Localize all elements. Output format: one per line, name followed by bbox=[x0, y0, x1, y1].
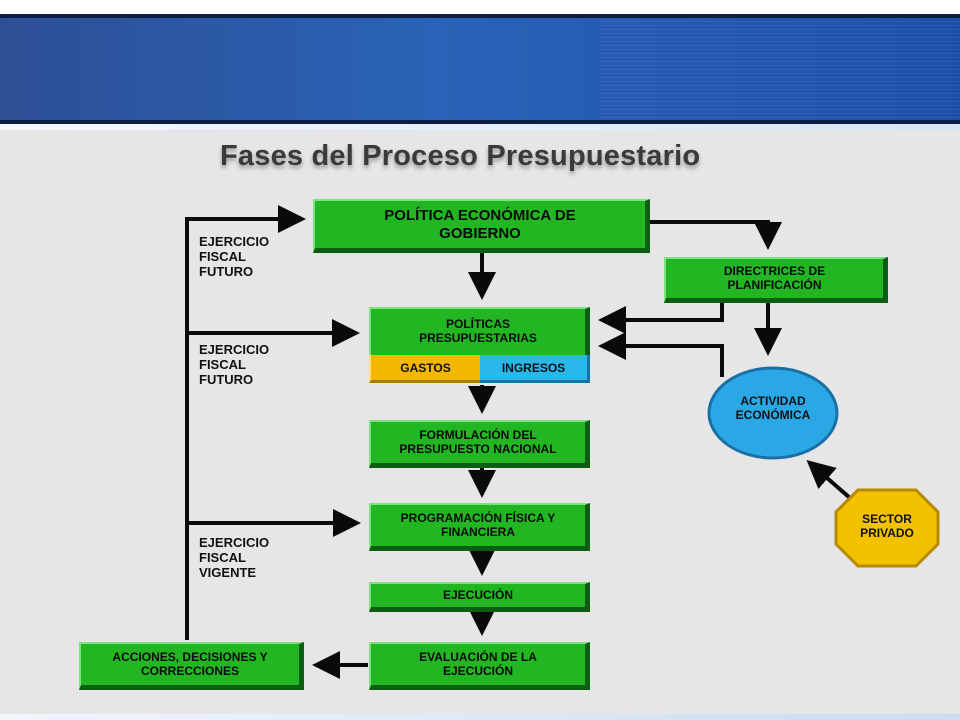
sector-privado-label: SECTOR PRIVADO bbox=[860, 512, 914, 540]
ejercicio-fiscal-futuro-label-1: EJERCICIO FISCAL FUTURO bbox=[199, 234, 270, 279]
acciones-box: ACCIONES, DECISIONES Y CORRECCIONES bbox=[79, 642, 304, 690]
arrow-to-directrices bbox=[650, 220, 782, 250]
evaluacion-box: EVALUACIÓN DE LA EJECUCIÓN bbox=[369, 642, 590, 690]
formulacion-box: FORMULACIÓN DEL PRESUPUESTO NACIONAL bbox=[369, 420, 590, 468]
arrow-actividad-to-politicas bbox=[598, 332, 724, 377]
directrices-box: DIRECTRICES DE PLANIFICACIÓN bbox=[664, 257, 888, 303]
header-band bbox=[0, 14, 960, 124]
evaluacion-label: EVALUACIÓN DE LA EJECUCIÓN bbox=[419, 649, 537, 678]
page-title: Fases del Proceso Presupuestario bbox=[220, 140, 701, 172]
actividad-economica-label: ACTIVIDAD ECONÓMICA bbox=[735, 394, 811, 422]
arrow-directrices-to-politicas bbox=[598, 300, 724, 334]
politicas-presupuestarias-box: POLÍTICAS PRESUPUESTARIAS bbox=[369, 307, 590, 355]
formulacion-label: FORMULACIÓN DEL PRESUPUESTO NACIONAL bbox=[399, 427, 557, 456]
footer-strip bbox=[0, 714, 960, 720]
sector-privado-node bbox=[834, 488, 940, 568]
ejercicio-fiscal-vigente-label: EJERCICIO FISCAL VIGENTE bbox=[199, 535, 270, 580]
politicas-presupuestarias-label: POLÍTICAS PRESUPUESTARIAS bbox=[419, 317, 537, 345]
arrow-sector-to-actividad bbox=[806, 460, 852, 500]
programacion-box: PROGRAMACIÓN FÍSICA Y FINANCIERA bbox=[369, 503, 590, 551]
politica-economica-label: POLÍTICA ECONÓMICA DE GOBIERNO bbox=[384, 207, 576, 242]
header-divider bbox=[0, 124, 960, 130]
actividad-economica-node bbox=[707, 366, 839, 460]
politica-economica-box: POLÍTICA ECONÓMICA DE GOBIERNO bbox=[313, 199, 650, 253]
directrices-label: DIRECTRICES DE PLANIFICACIÓN bbox=[723, 263, 826, 292]
gastos-label: GASTOS bbox=[400, 360, 451, 375]
ingresos-label: INGRESOS bbox=[501, 360, 566, 375]
ejecucion-box: EJECUCIÓN bbox=[369, 582, 590, 612]
programacion-label: PROGRAMACIÓN FÍSICA Y FINANCIERA bbox=[400, 510, 556, 539]
ejecucion-label: EJECUCIÓN bbox=[442, 587, 513, 602]
gastos-segment: GASTOS bbox=[369, 355, 480, 383]
ingresos-segment: INGRESOS bbox=[480, 355, 590, 383]
acciones-label: ACCIONES, DECISIONES Y CORRECCIONES bbox=[112, 649, 268, 678]
ejercicio-fiscal-futuro-label-2: EJERCICIO FISCAL FUTURO bbox=[199, 342, 270, 387]
